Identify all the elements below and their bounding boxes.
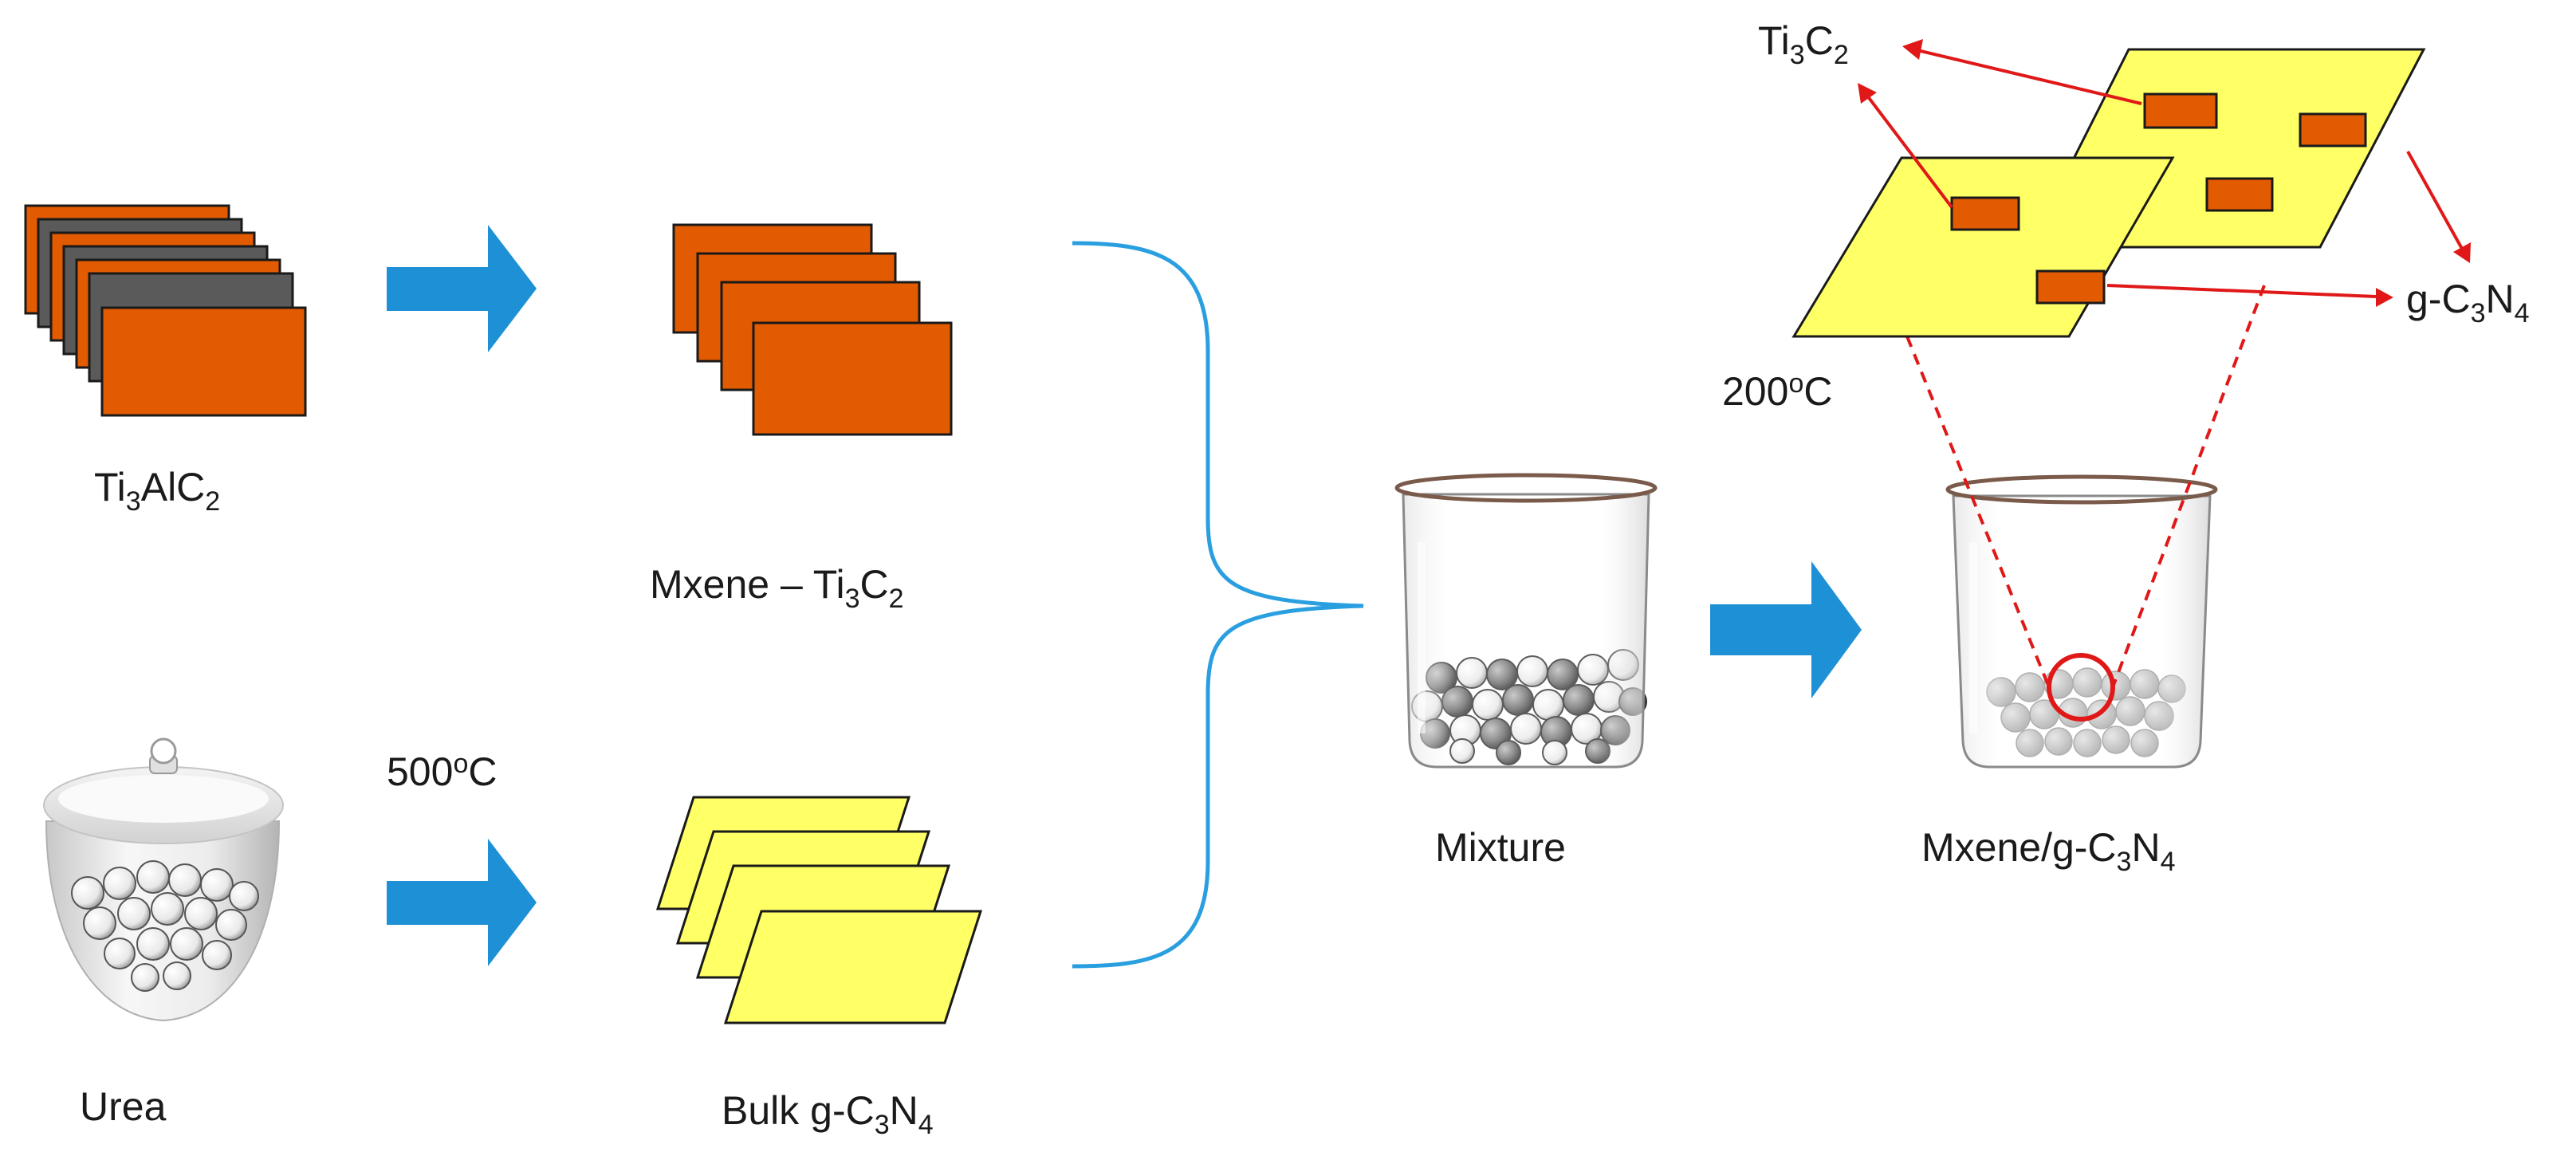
calcination-arrow [387, 839, 537, 966]
urea-label: Urea [80, 1084, 167, 1129]
composite-sheet-front [1791, 156, 2175, 338]
magnify-guide-left [1905, 336, 2051, 688]
calcination-temperature-label: 500oC [387, 749, 497, 794]
ti3alc2-layered-stack [24, 204, 307, 417]
ti3c2-callout-label: Ti3C2 [1758, 18, 1849, 70]
mixture-beaker [1394, 473, 1658, 769]
gc3n4-callout-label: g-C3N4 [2406, 277, 2530, 328]
bulk-gc3n4-sheet-stack [655, 796, 983, 1024]
callout-arrows [1858, 39, 2471, 307]
magnify-guide-right [2111, 285, 2266, 688]
mxene-gc3n4-label: Mxene/g-C3N4 [1921, 825, 2175, 877]
mxene-sheet-stack [672, 223, 953, 436]
mixture-label: Mixture [1435, 825, 1566, 870]
urea-particles [71, 860, 259, 992]
ti3alc2-label: Ti3AlC2 [94, 465, 220, 517]
mxene-ti3c2-label: Mxene – Ti3C2 [650, 562, 904, 614]
hydrothermal-temperature-label: 200oC [1722, 368, 1832, 414]
merge-bracket [1072, 241, 1364, 969]
urea-crucible [43, 737, 284, 1022]
bulk-gc3n4-label: Bulk g-C3N4 [722, 1088, 934, 1140]
etching-arrow [387, 225, 537, 352]
hydrothermal-arrow [1710, 561, 1862, 698]
product-beaker [1945, 474, 2218, 769]
